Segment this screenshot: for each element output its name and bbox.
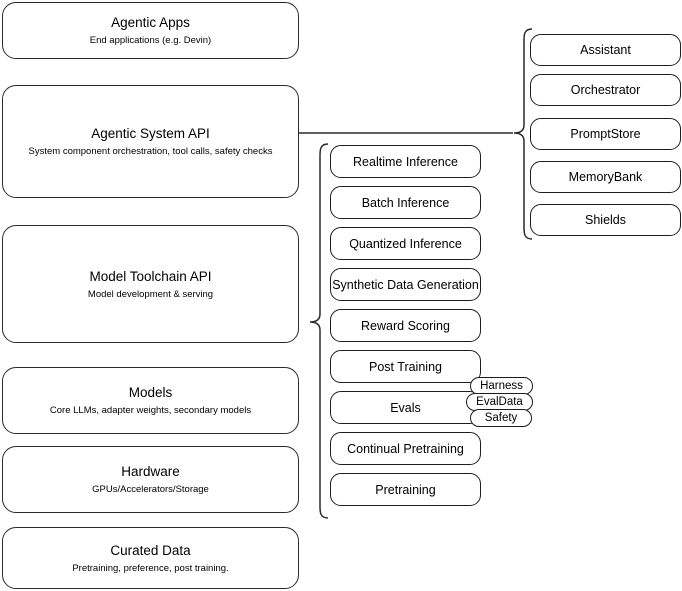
system-component-shields[interactable]: Shields bbox=[530, 204, 681, 236]
evals-subcomponent-evaldata[interactable]: EvalData bbox=[466, 393, 533, 411]
layer-title: Agentic Apps bbox=[111, 15, 190, 30]
toolchain-component-continual-pretraining[interactable]: Continual Pretraining bbox=[330, 432, 481, 465]
toolchain-component-post-training[interactable]: Post Training bbox=[330, 350, 481, 383]
system-component-orchestrator[interactable]: Orchestrator bbox=[530, 74, 681, 106]
toolchain-component-synthetic-data-generation[interactable]: Synthetic Data Generation bbox=[330, 268, 481, 301]
system-component-promptstore[interactable]: PromptStore bbox=[530, 118, 681, 150]
component-label: Realtime Inference bbox=[353, 154, 458, 169]
toolchain-component-evals[interactable]: Evals bbox=[330, 391, 481, 424]
component-label: Reward Scoring bbox=[361, 318, 450, 333]
stack-layer-agentic-system-api[interactable]: Agentic System API System component orch… bbox=[2, 85, 299, 198]
component-label: Evals bbox=[390, 400, 421, 415]
component-label: Pretraining bbox=[375, 482, 436, 497]
system-component-assistant[interactable]: Assistant bbox=[530, 34, 681, 66]
component-label: Quantized Inference bbox=[349, 236, 462, 251]
component-label: Assistant bbox=[580, 43, 631, 57]
layer-title: Models bbox=[128, 385, 173, 400]
connector-system-api-to-components bbox=[299, 132, 513, 134]
evals-subcomponent-safety[interactable]: Safety bbox=[470, 409, 532, 427]
component-label: MemoryBank bbox=[568, 170, 643, 184]
layer-subtitle: End applications (e.g. Devin) bbox=[89, 35, 212, 46]
evals-subcomponent-harness[interactable]: Harness bbox=[470, 377, 533, 395]
layer-subtitle: System component orchestration, tool cal… bbox=[28, 146, 273, 157]
layer-title: Curated Data bbox=[110, 542, 191, 558]
component-label: Post Training bbox=[369, 359, 442, 374]
stack-layer-curated-data[interactable]: Curated Data Pretraining, preference, po… bbox=[2, 527, 299, 589]
pill-label: EvalData bbox=[476, 396, 523, 408]
layer-subtitle: Pretraining, preference, post training. bbox=[72, 562, 229, 574]
pill-label: Safety bbox=[484, 412, 518, 424]
bracket-system-components bbox=[513, 28, 533, 240]
component-label: Synthetic Data Generation bbox=[332, 277, 479, 292]
bracket-toolchain-components bbox=[309, 143, 329, 519]
component-label: Continual Pretraining bbox=[347, 441, 464, 456]
toolchain-component-realtime-inference[interactable]: Realtime Inference bbox=[330, 145, 481, 178]
stack-layer-models[interactable]: Models Core LLMs, adapter weights, secon… bbox=[2, 367, 299, 434]
toolchain-component-batch-inference[interactable]: Batch Inference bbox=[330, 186, 481, 219]
pill-label: Harness bbox=[480, 380, 523, 392]
layer-subtitle: GPUs/Accelerators/Storage bbox=[92, 484, 209, 495]
toolchain-component-reward-scoring[interactable]: Reward Scoring bbox=[330, 309, 481, 342]
system-component-memorybank[interactable]: MemoryBank bbox=[530, 161, 681, 193]
component-label: PromptStore bbox=[570, 127, 641, 141]
layer-subtitle: Core LLMs, adapter weights, secondary mo… bbox=[49, 405, 252, 416]
component-label: Shields bbox=[585, 213, 626, 227]
component-label: Orchestrator bbox=[570, 83, 641, 97]
layer-title: Model Toolchain API bbox=[89, 268, 212, 284]
stack-layer-model-toolchain-api[interactable]: Model Toolchain API Model development & … bbox=[2, 225, 299, 343]
layer-subtitle: Model development & serving bbox=[87, 288, 214, 300]
component-label: Batch Inference bbox=[361, 195, 450, 210]
stack-layer-agentic-apps[interactable]: Agentic Apps End applications (e.g. Devi… bbox=[2, 2, 299, 59]
stack-layer-hardware[interactable]: Hardware GPUs/Accelerators/Storage bbox=[2, 446, 299, 513]
layer-title: Agentic System API bbox=[91, 126, 210, 141]
layer-title: Hardware bbox=[121, 464, 180, 479]
toolchain-component-quantized-inference[interactable]: Quantized Inference bbox=[330, 227, 481, 260]
toolchain-component-pretraining[interactable]: Pretraining bbox=[330, 473, 481, 506]
